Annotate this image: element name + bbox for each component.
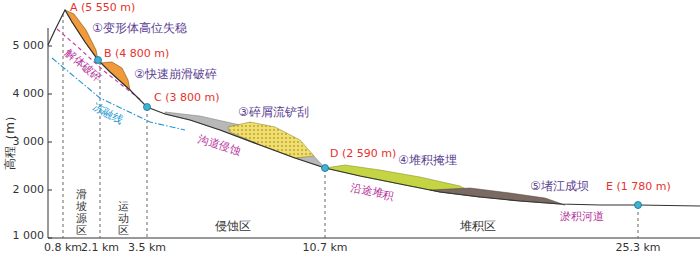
line-label: 冻融线 — [90, 101, 125, 128]
distance-label: 10.7 km — [302, 242, 347, 255]
process-label: 沿途堆积 — [349, 182, 395, 204]
terrain-profile — [48, 10, 700, 206]
fragmentation-line — [57, 29, 142, 101]
entrained-material — [228, 122, 314, 158]
process-label: 淤积河道 — [560, 211, 604, 224]
point-label: E (1 780 m) — [606, 181, 671, 194]
stage-label: ③碎屑流铲刮 — [238, 106, 309, 120]
point-label: C (3 800 m) — [154, 92, 219, 105]
zone-label: 运动区 — [118, 201, 129, 237]
zone-label: 侵蚀区 — [215, 220, 251, 234]
tick-label: 3 000 — [13, 136, 45, 149]
y-ticks — [48, 46, 52, 238]
stage-label: ②快速崩滑破碎 — [134, 68, 217, 82]
stage-label: ⑤堵江成坝 — [530, 180, 589, 194]
process-label: 解体破碎 — [62, 47, 104, 85]
y-axis — [48, 28, 49, 238]
tick-label: 1 000 — [13, 230, 45, 243]
stage-label: ①变形体高位失稳 — [92, 22, 187, 36]
tick-label: 5 000 — [13, 40, 45, 53]
x-axis — [48, 238, 700, 239]
process-label: 沟道侵蚀 — [196, 133, 242, 159]
point-label: A (5 550 m) — [70, 2, 135, 15]
point-label: D (2 590 m) — [330, 148, 396, 161]
stage-label: ④堆积掩埋 — [398, 154, 457, 168]
distance-label: 3.5 km — [128, 242, 166, 255]
distance-label: 25.3 km — [615, 242, 660, 255]
tick-label: 4 000 — [13, 88, 45, 101]
profile-points — [95, 57, 642, 209]
zone-label: 滑坡源区 — [76, 189, 87, 237]
point-label: B (4 800 m) — [104, 48, 169, 61]
tick-label: 2 000 — [13, 184, 45, 197]
distance-label: 0.8 km — [44, 242, 82, 255]
zone-label: 堆积区 — [460, 220, 496, 234]
distance-label: 2.1 km — [81, 242, 119, 255]
zone-dividers — [63, 14, 638, 238]
